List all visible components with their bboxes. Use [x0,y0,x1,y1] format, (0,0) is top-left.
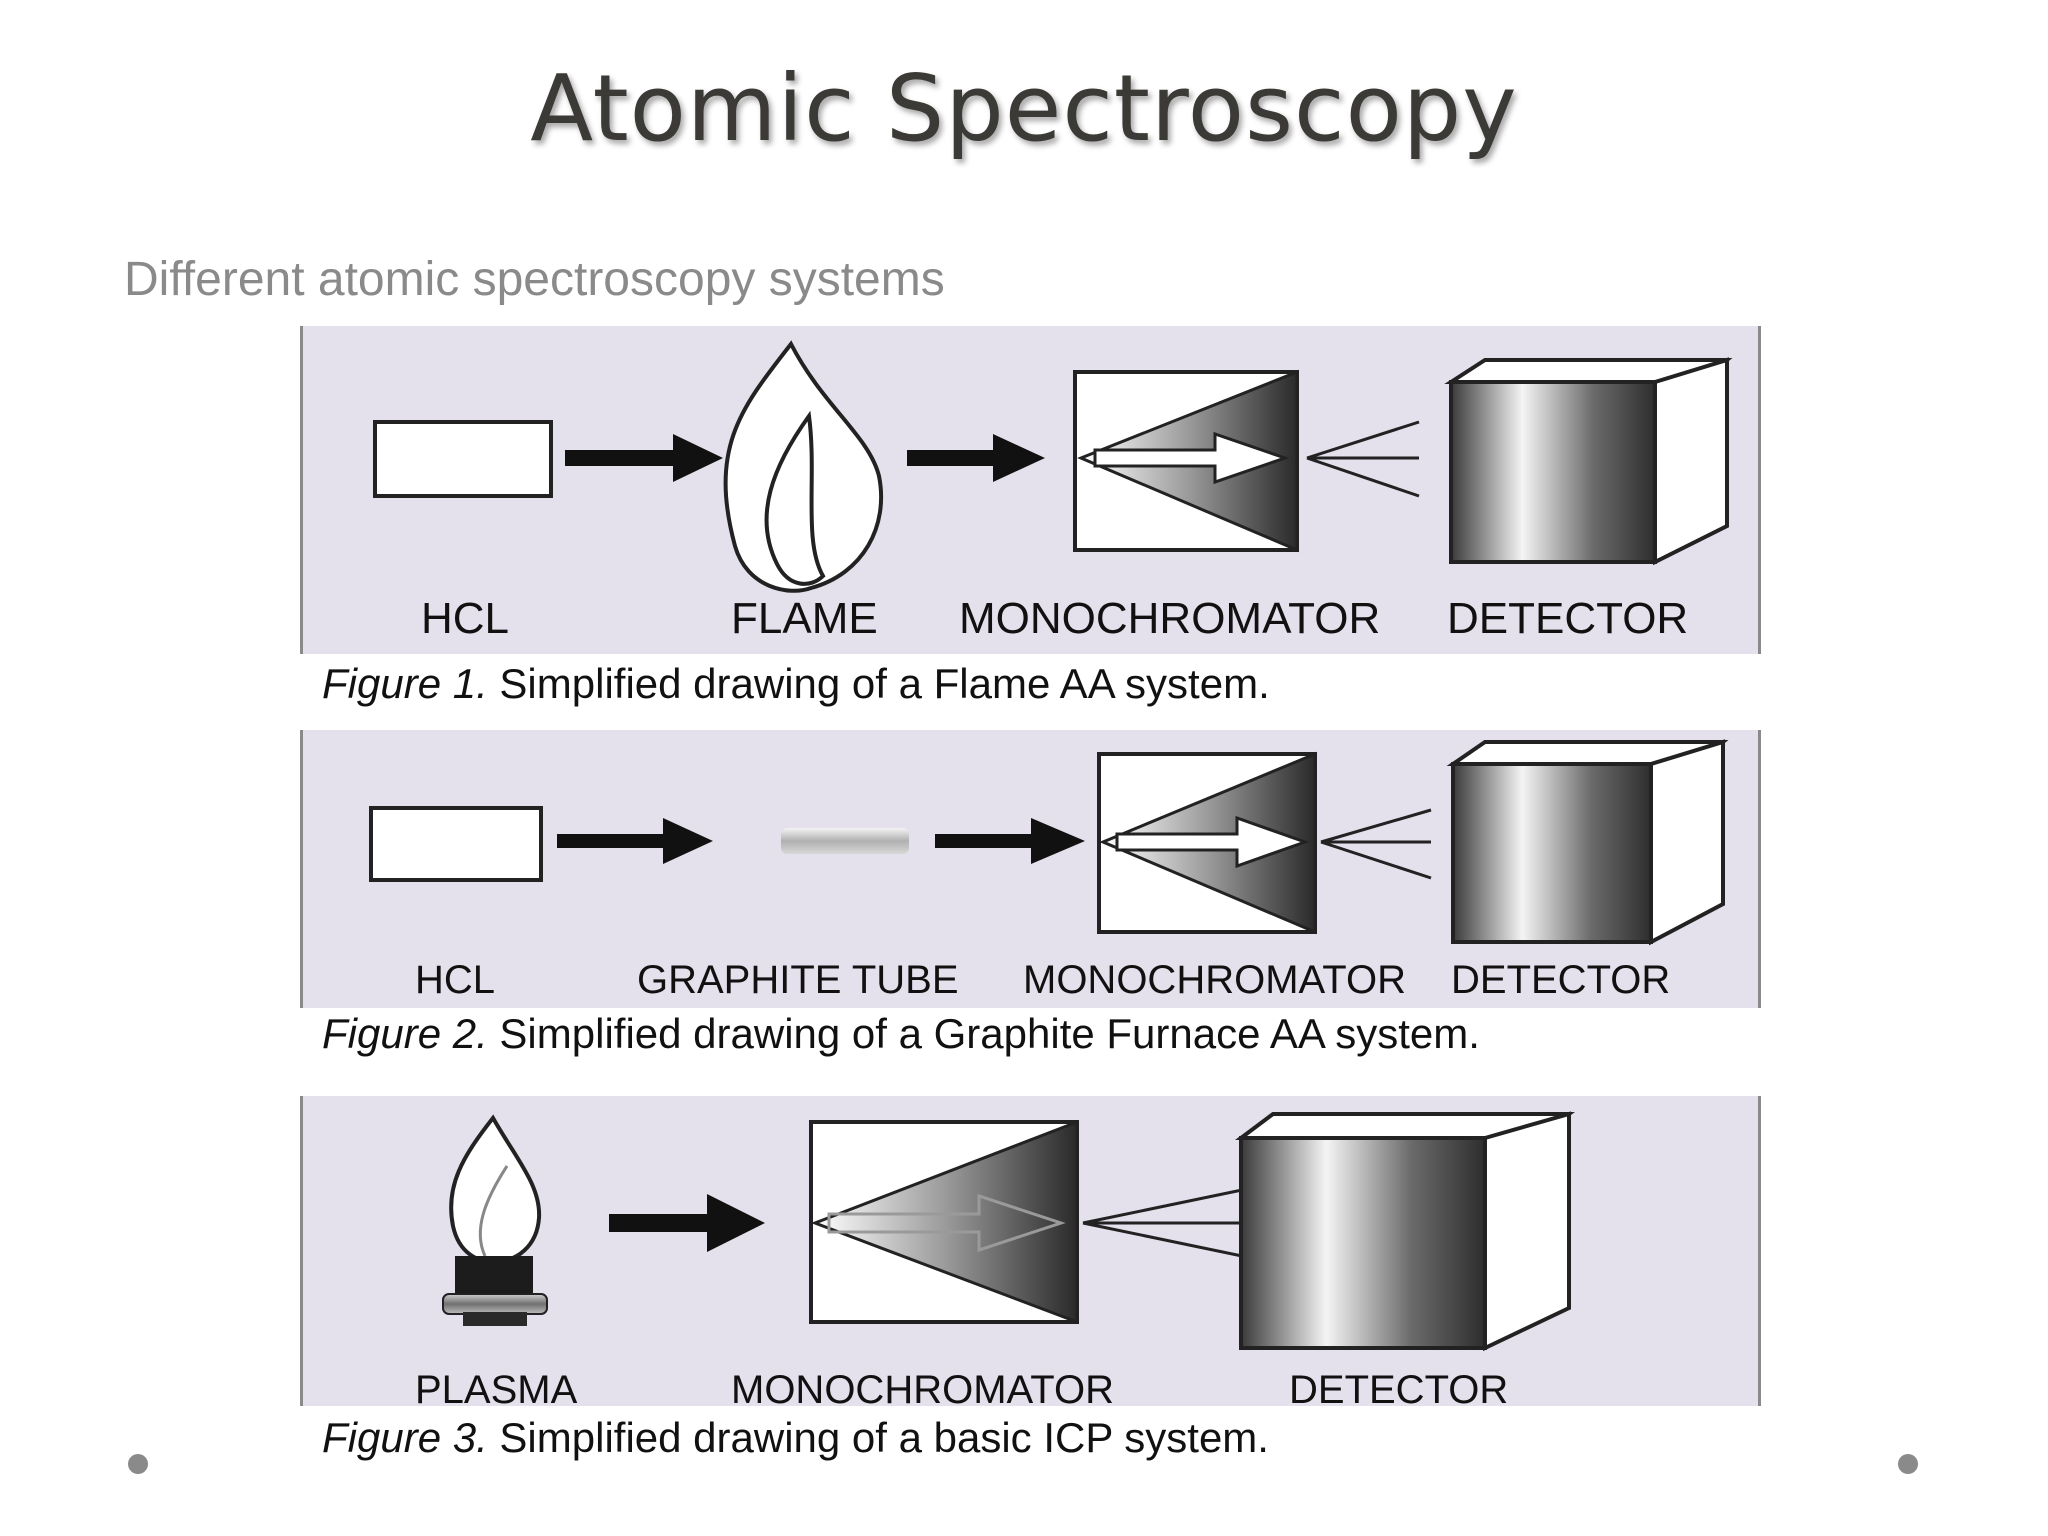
monochromator-icon [809,1119,1079,1325]
detector-rays [1320,808,1432,880]
caption-prefix: Figure 2. [322,1010,488,1057]
figure-1: HCL FLAME MONOCHROMATOR DETECTOR Figure … [300,326,1761,708]
caption-prefix: Figure 1. [322,660,488,707]
figure-1-caption: Figure 1. Simplified drawing of a Flame … [322,660,1270,708]
label-monochromator: MONOCHROMATOR [959,594,1381,643]
caption-text: Simplified drawing of a Graphite Furnace… [499,1010,1480,1057]
hcl-lamp [369,806,543,882]
figure-2: HCL GRAPHITE TUBE MONOCHROMATOR DETECTOR… [300,730,1761,1070]
label-graphite-tube: GRAPHITE TUBE [637,958,959,1002]
monochromator-icon [1073,369,1299,553]
arrow-1 [557,818,713,864]
flame-icon [723,340,884,593]
label-hcl: HCL [421,594,510,643]
arrow-1 [565,434,723,482]
caption-prefix: Figure 3. [322,1414,488,1461]
monochromator-icon [1097,751,1317,935]
caption-text: Simplified drawing of a basic ICP system… [499,1414,1269,1461]
detector-icon [1444,357,1733,566]
detector-rays [1306,420,1420,498]
label-flame: FLAME [731,594,878,643]
nav-dot-right [1898,1454,1918,1474]
detector-icon [1446,739,1729,946]
label-monochromator: MONOCHROMATOR [1023,958,1406,1002]
label-plasma: PLASMA [415,1368,578,1412]
arrow-2 [935,818,1085,864]
plasma-torch-icon [442,1114,548,1326]
arrow-2 [907,434,1045,482]
label-detector: DETECTOR [1451,958,1671,1002]
label-detector: DETECTOR [1447,594,1689,643]
slide-subtitle: Different atomic spectroscopy systems [124,253,945,306]
figure-2-panel: HCL GRAPHITE TUBE MONOCHROMATOR DETECTOR [300,730,1761,1008]
figure-3: PLASMA MONOCHROMATOR DETECTOR Figure 3. … [300,1096,1761,1476]
label-monochromator: MONOCHROMATOR [731,1368,1114,1412]
caption-text: Simplified drawing of a Flame AA system. [499,660,1270,707]
arrow-1 [609,1194,765,1252]
label-detector: DETECTOR [1289,1368,1509,1412]
figure-3-caption: Figure 3. Simplified drawing of a basic … [322,1414,1269,1462]
graphite-tube-icon [781,828,909,854]
detector-icon [1235,1111,1575,1352]
nav-dot-left [128,1454,148,1474]
figure-2-caption: Figure 2. Simplified drawing of a Graphi… [322,1010,1480,1058]
figure-3-panel: PLASMA MONOCHROMATOR DETECTOR [300,1096,1761,1412]
hcl-lamp [373,420,553,498]
label-hcl: HCL [415,958,496,1002]
slide-title: Atomic Spectroscopy [530,55,1518,162]
figure-1-panel: HCL FLAME MONOCHROMATOR DETECTOR [300,326,1761,654]
